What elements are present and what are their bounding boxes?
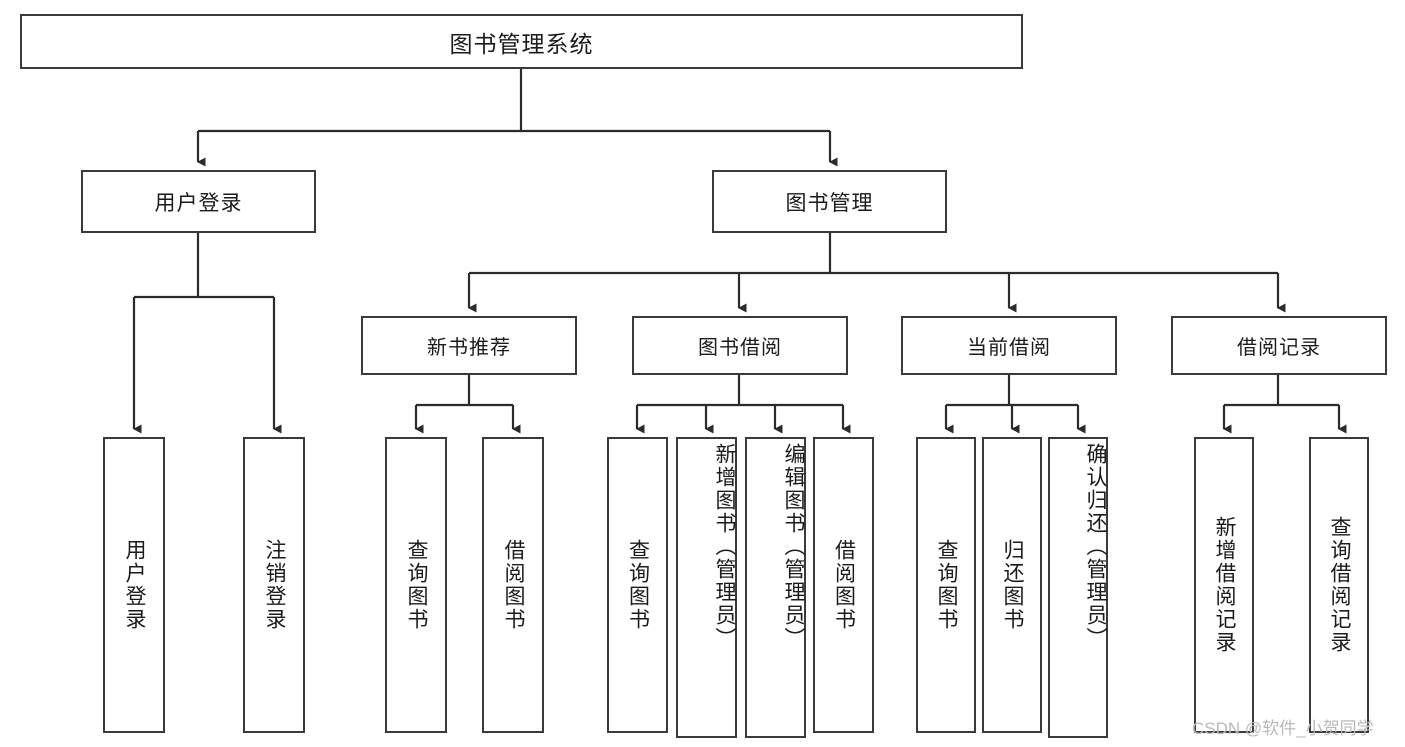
node-borrow-record-label: 借阅记录 — [1237, 337, 1321, 359]
node-leaf-return-book-label: 归还图书 — [1001, 539, 1025, 631]
node-leaf-query-book-3[interactable]: 查询图书 — [916, 437, 976, 733]
node-leaf-borrow-book-2-label: 借阅图书 — [832, 539, 856, 631]
node-leaf-user-logout-label: 注销登录 — [263, 539, 287, 631]
node-leaf-user-login[interactable]: 用户登录 — [103, 437, 165, 733]
node-leaf-query-book-1-label: 查询图书 — [405, 539, 429, 631]
node-leaf-user-logout[interactable]: 注销登录 — [243, 437, 305, 733]
node-leaf-add-book-label: 新增图书（管理员） — [713, 443, 736, 650]
node-root[interactable]: 图书管理系统 — [20, 14, 1023, 69]
node-leaf-add-record[interactable]: 新增借阅记录 — [1194, 437, 1254, 733]
node-leaf-query-book-2[interactable]: 查询图书 — [607, 437, 668, 733]
node-book-management[interactable]: 图书管理 — [712, 170, 947, 233]
node-user-login[interactable]: 用户登录 — [81, 170, 316, 233]
node-leaf-borrow-book-1[interactable]: 借阅图书 — [482, 437, 544, 733]
node-current-borrow-label: 当前借阅 — [967, 337, 1051, 359]
node-leaf-edit-book-label: 编辑图书（管理员） — [782, 443, 805, 650]
node-book-borrow[interactable]: 图书借阅 — [632, 316, 848, 375]
node-book-management-label: 图书管理 — [785, 191, 874, 215]
node-leaf-return-book[interactable]: 归还图书 — [982, 437, 1042, 733]
node-user-login-label: 用户登录 — [154, 191, 243, 215]
node-leaf-borrow-book-2[interactable]: 借阅图书 — [813, 437, 874, 733]
node-current-borrow[interactable]: 当前借阅 — [901, 316, 1117, 375]
node-leaf-query-book-2-label: 查询图书 — [626, 539, 650, 631]
node-borrow-record[interactable]: 借阅记录 — [1171, 316, 1387, 375]
node-root-label: 图书管理系统 — [449, 30, 594, 57]
node-book-borrow-label: 图书借阅 — [698, 337, 782, 359]
node-leaf-query-book-3-label: 查询图书 — [935, 539, 959, 631]
csdn-watermark: CSDN @软件_小贺同学 — [1192, 719, 1374, 738]
node-leaf-query-record[interactable]: 查询借阅记录 — [1309, 437, 1369, 733]
node-leaf-borrow-book-1-label: 借阅图书 — [502, 539, 526, 631]
node-leaf-add-record-label: 新增借阅记录 — [1213, 516, 1237, 654]
node-leaf-user-login-label: 用户登录 — [123, 539, 147, 631]
node-leaf-confirm-return[interactable]: 确认归还（管理员） — [1048, 437, 1108, 738]
node-leaf-query-book-1[interactable]: 查询图书 — [385, 437, 447, 733]
node-new-book-recommend[interactable]: 新书推荐 — [361, 316, 577, 375]
node-leaf-add-book[interactable]: 新增图书（管理员） — [676, 437, 737, 738]
node-new-book-recommend-label: 新书推荐 — [427, 337, 511, 359]
node-leaf-edit-book[interactable]: 编辑图书（管理员） — [745, 437, 806, 738]
node-leaf-query-record-label: 查询借阅记录 — [1328, 516, 1352, 654]
node-leaf-confirm-return-label: 确认归还（管理员） — [1084, 443, 1107, 650]
